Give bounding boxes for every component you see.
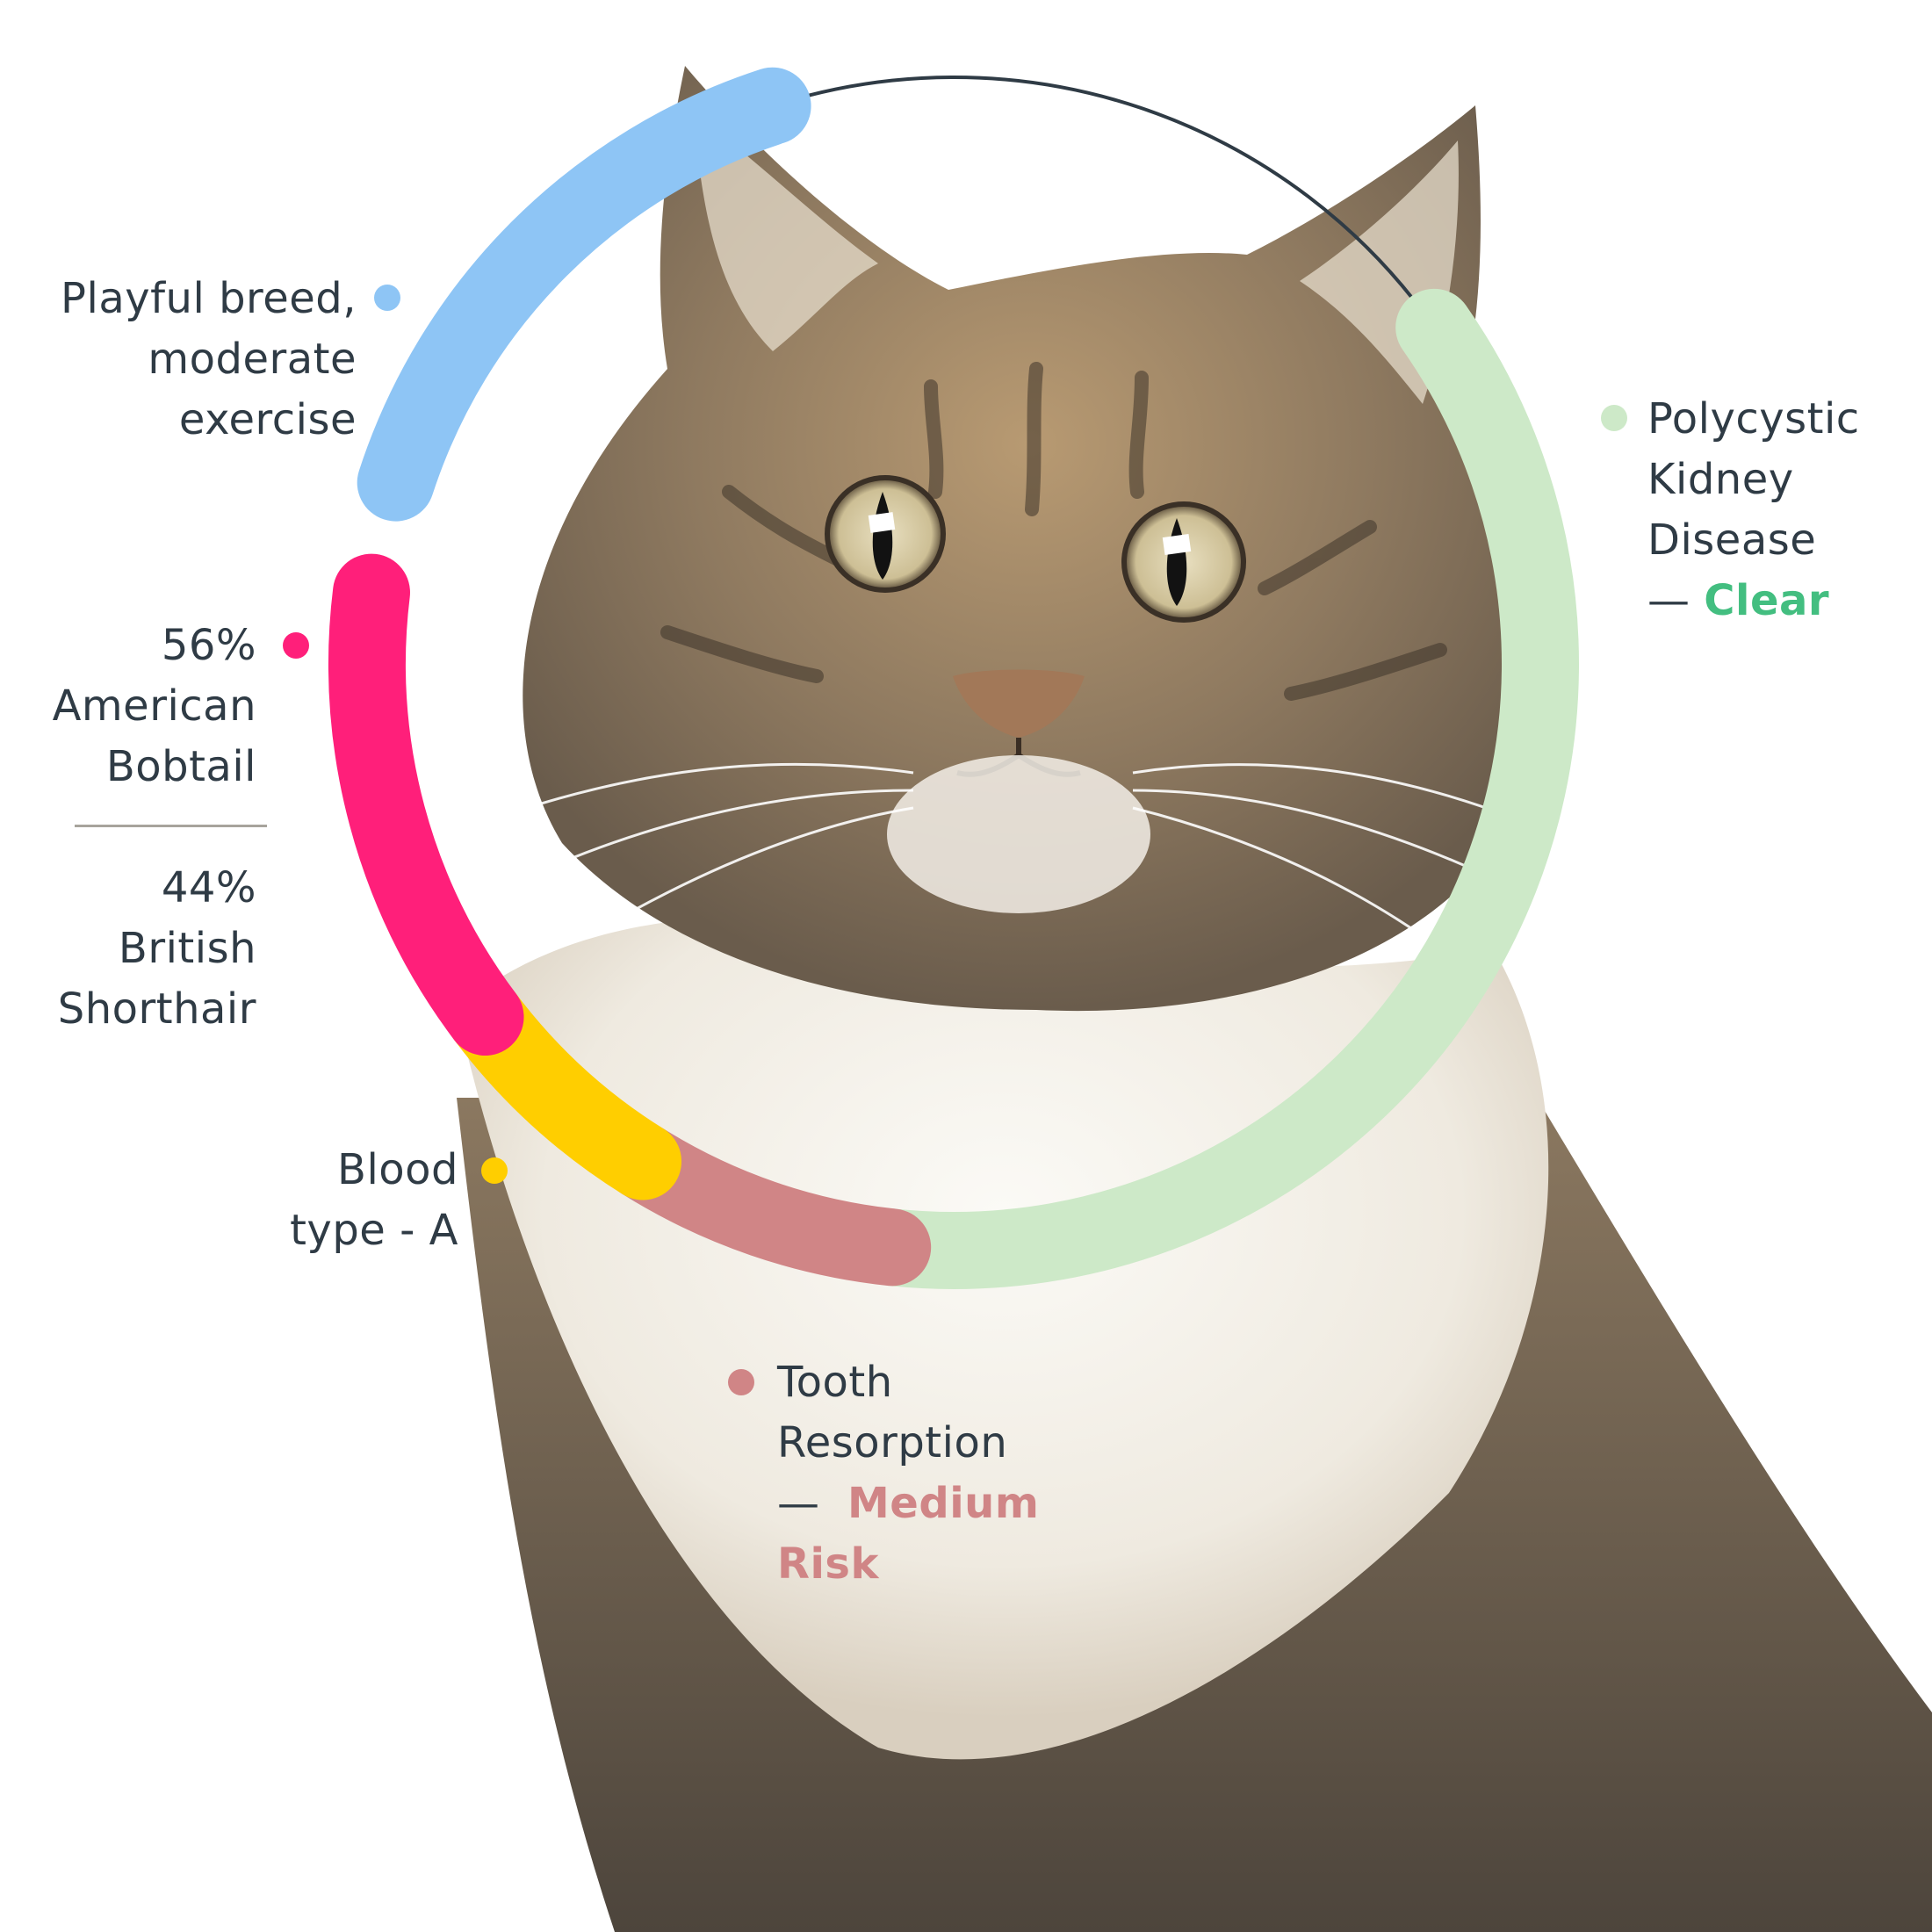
kidney-status: Clear <box>1704 576 1830 625</box>
ring-outline-arc <box>771 76 1436 328</box>
tooth-resorption-label: Tooth Resorption — Medium Risk <box>777 1352 1039 1595</box>
ring-segments <box>328 67 1579 1289</box>
ring-segment-traits <box>357 67 811 522</box>
breed-divider <box>75 825 267 827</box>
ring-segment-polycystic-kidney-disease <box>854 288 1579 1289</box>
tooth-dot-icon <box>728 1369 754 1395</box>
traits-label: Playful breed, moderate exercise <box>61 274 357 444</box>
blood-type-dot-icon <box>481 1157 508 1184</box>
tooth-risk-status: Medium <box>847 1479 1040 1528</box>
tooth-risk-status-cont: Risk <box>777 1539 879 1589</box>
breed-primary-label: 56% American Bobtail <box>52 621 256 791</box>
breed-dot-icon <box>283 632 309 659</box>
traits-dot-icon <box>374 285 400 311</box>
kidney-disease-label: Polycystic Kidney Disease — Clear <box>1647 394 1860 625</box>
breed-secondary-label: 44% British Shorthair <box>57 863 256 1034</box>
ring-segment-tooth-resorption <box>604 1122 932 1287</box>
kidney-dot-icon <box>1601 405 1627 431</box>
ring-segment-breed-mix <box>328 553 524 1056</box>
blood-type-label: Blood type - A <box>290 1145 458 1255</box>
